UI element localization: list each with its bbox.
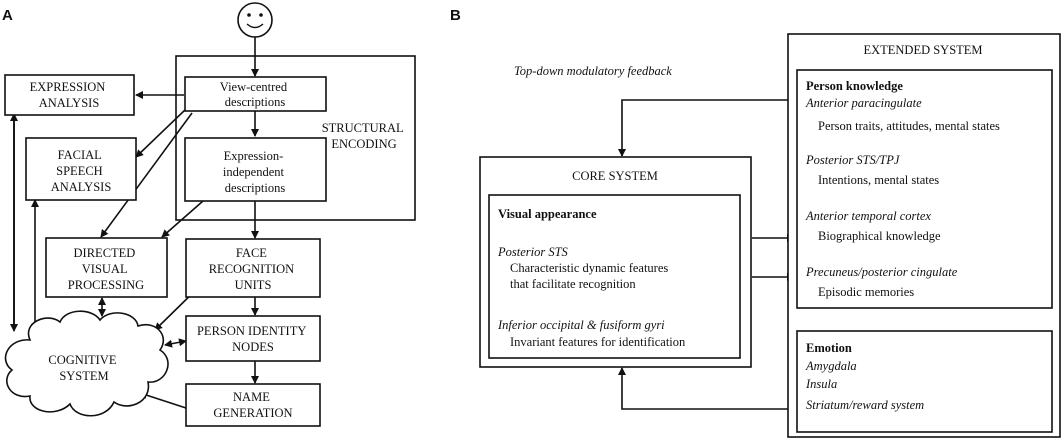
emotion-box (796, 330, 1053, 433)
visual-appearance-box (488, 194, 741, 359)
core-system-title: CORE SYSTEM (572, 169, 658, 183)
person-identity-box (185, 315, 321, 362)
face-icon (237, 2, 273, 38)
arrow-view-to-facial-speech (135, 108, 187, 158)
posterior-sts-label: Posterior STS (497, 245, 569, 259)
person-knowledge-heading: Person knowledge (806, 79, 903, 93)
anterior-temporal-label: Anterior temporal cortex (805, 209, 931, 223)
directed-visual-box (45, 237, 168, 298)
name-generation-label: NAME GENERATION (213, 390, 292, 420)
invariant-label: Invariant features for identification (510, 335, 686, 349)
panel-b-label: B (450, 7, 461, 24)
view-centred-box (184, 76, 327, 112)
arrow-view-to-directed (100, 112, 193, 238)
person-traits-label: Person traits, attitudes, mental states (818, 119, 1000, 133)
expression-independent-label: Expression- independent descriptions (223, 149, 287, 195)
arrow-person-cognitive (164, 338, 187, 348)
precuneus-label: Precuneus/posterior cingulate (805, 265, 958, 279)
feedback-label: Top-down modulatory feedback (514, 64, 672, 78)
emotion-heading: Emotion (806, 341, 852, 355)
name-generation-box (185, 383, 321, 427)
panel-a-label: A (2, 7, 13, 24)
characteristic-line-1: Characteristic dynamic features (510, 261, 668, 275)
inferior-occipital-label: Inferior occipital & fusiform gyri (497, 318, 665, 332)
characteristic-line-2: that facilitate recognition (510, 277, 636, 291)
extended-system-title: EXTENDED SYSTEM (863, 43, 982, 57)
intentions-label: Intentions, mental states (818, 173, 939, 187)
arrow-name-to-cognitive (139, 391, 187, 409)
panel-b-connectors (618, 99, 960, 410)
facial-speech-box (25, 137, 137, 201)
insula-label: Insula (805, 377, 837, 391)
view-centred-label: View-centred descriptions (220, 80, 290, 109)
visual-appearance-heading: Visual appearance (498, 207, 597, 221)
person-identity-label: PERSON IDENTITY NODES (197, 324, 309, 354)
structural-encoding-box (175, 55, 416, 221)
facial-speech-label: FACIAL SPEECH ANALYSIS (51, 148, 112, 194)
cognitive-system-label: COGNITIVE SYSTEM (48, 353, 119, 383)
anterior-paracingulate-label: Anterior paracingulate (805, 96, 922, 110)
expression-independent-box (184, 137, 327, 202)
striatum-label: Striatum/reward system (806, 398, 924, 412)
directed-visual-label: DIRECTED VISUAL PROCESSING (68, 246, 144, 292)
expression-analysis-box (4, 74, 135, 116)
arrow-feedback-bottom (618, 367, 796, 410)
episodic-label: Episodic memories (818, 285, 914, 299)
posterior-sts-tpj-label: Posterior STS/TPJ (805, 153, 901, 167)
person-knowledge-box (796, 69, 1053, 309)
arrow-independent-to-directed (161, 200, 204, 238)
face-recognition-label: FACE RECOGNITION UNITS (209, 246, 298, 292)
expression-analysis-label: EXPRESSION ANALYSIS (30, 80, 109, 110)
arrow-feedback-top (618, 99, 796, 157)
structural-encoding-label: STRUCTURAL ENCODING (322, 121, 407, 151)
biographical-label: Biographical knowledge (818, 229, 941, 243)
amygdala-label: Amygdala (805, 359, 857, 373)
cognitive-system-cloud (4, 310, 169, 417)
face-recognition-box (185, 238, 321, 298)
